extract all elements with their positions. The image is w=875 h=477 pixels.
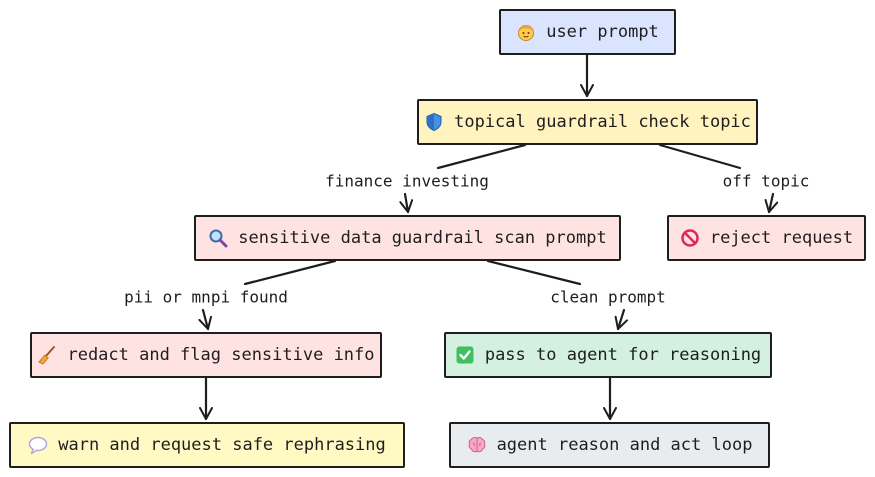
magnifier-icon (208, 228, 228, 248)
edge-label-off-topic: off topic (718, 171, 814, 191)
brain-icon (467, 435, 487, 455)
reject-request-node: reject request (667, 215, 866, 261)
redact-and-flag-node: redact and flag sensitive info (30, 332, 382, 378)
check-box-icon (455, 345, 475, 365)
broom-icon (37, 345, 57, 365)
speech-bubble-icon (28, 435, 48, 455)
connector-sensitive-to-pii-label (243, 259, 337, 286)
arrow-pii-label-to-redact (198, 308, 213, 331)
edge-label-clean-prompt: clean prompt (546, 287, 670, 307)
agent-loop-label: agent reason and act loop (496, 435, 753, 455)
topical-guardrail-label: topical guardrail check topic (454, 112, 751, 132)
sensitive-data-guardrail-label: sensitive data guardrail scan prompt (238, 228, 607, 248)
prohibited-icon (680, 228, 700, 248)
sensitive-data-guardrail-node: sensitive data guardrail scan prompt (194, 215, 621, 261)
person-icon (516, 22, 536, 42)
arrow-finance-label-to-sensitive (399, 192, 414, 214)
connector-sensitive-to-clean-label (486, 259, 582, 286)
shield-icon (424, 112, 444, 132)
connector-topical-to-offtopic-label (658, 143, 742, 170)
user-prompt-label: user prompt (546, 22, 659, 42)
warn-and-request-label: warn and request safe rephrasing (58, 435, 386, 455)
reject-request-label: reject request (709, 228, 854, 248)
pass-to-agent-label: pass to agent for reasoning (484, 345, 762, 365)
connector-topical-to-finance-label (436, 143, 527, 170)
arrow-offtopic-label-to-reject (764, 192, 779, 214)
edge-label-finance-investing: finance investing (321, 171, 493, 191)
user-prompt-node: user prompt (499, 9, 676, 55)
warn-and-request-node: warn and request safe rephrasing (9, 422, 405, 468)
edge-label-pii-or-mnpi-found: pii or mnpi found (120, 287, 292, 307)
agent-loop-node: agent reason and act loop (449, 422, 770, 468)
redact-and-flag-label: redact and flag sensitive info (67, 345, 375, 365)
pass-to-agent-node: pass to agent for reasoning (444, 332, 772, 378)
arrow-clean-label-to-pass (614, 308, 629, 331)
topical-guardrail-node: topical guardrail check topic (417, 99, 758, 145)
